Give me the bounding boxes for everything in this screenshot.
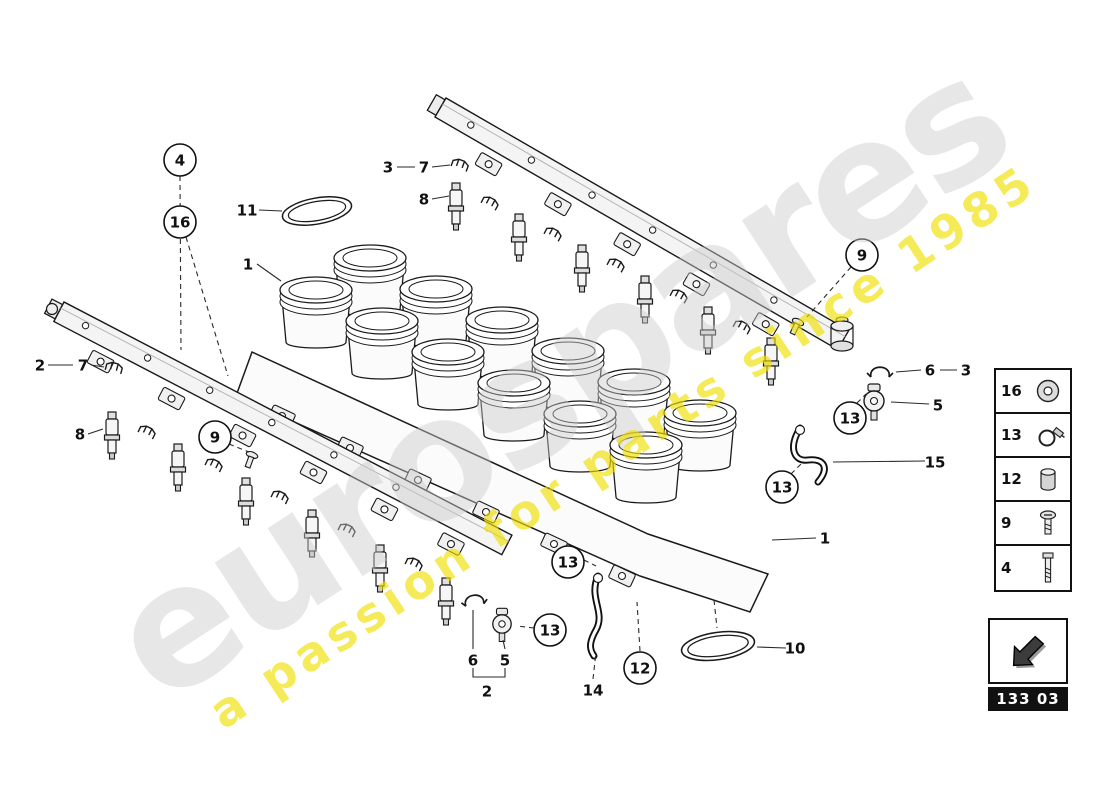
callout-12[interactable]: 12 (623, 651, 657, 685)
svg-text:2: 2 (35, 357, 45, 375)
sleeve-icon (1040, 468, 1056, 491)
callout-11[interactable]: 11 (237, 202, 258, 220)
rail-screw (241, 449, 260, 470)
callout-16[interactable]: 16 (163, 205, 197, 239)
svg-text:13: 13 (540, 622, 561, 640)
legend-item-12[interactable]: 12 (996, 458, 1070, 502)
fuel-hose-bottom (587, 572, 604, 660)
svg-text:16: 16 (170, 214, 191, 232)
fuel-hose-right (790, 424, 828, 486)
rail-end-fitting (830, 316, 854, 352)
svg-text:4: 4 (175, 152, 185, 170)
callout-3[interactable]: 3 (383, 159, 393, 177)
svg-text:9: 9 (210, 429, 220, 447)
callout-1[interactable]: 1 (820, 530, 830, 548)
screw-icon (1039, 510, 1057, 535)
spring-clip (866, 366, 894, 378)
legend-number: 13 (1001, 426, 1022, 444)
svg-text:1: 1 (820, 530, 830, 548)
svg-text:13: 13 (840, 410, 861, 428)
svg-text:6: 6 (925, 362, 935, 380)
callout-15[interactable]: 15 (925, 454, 946, 472)
legend-number: 4 (1001, 559, 1012, 577)
callout-13[interactable]: 13 (765, 470, 799, 504)
legend-item-16[interactable]: 16 (996, 370, 1070, 414)
legend-item-4[interactable]: 4 (996, 546, 1070, 590)
legend-number: 12 (1001, 470, 1022, 488)
svg-text:2: 2 (482, 683, 492, 701)
svg-text:15: 15 (925, 454, 946, 472)
callout-2[interactable]: 2 (482, 683, 492, 701)
callout-6[interactable]: 6 (925, 362, 935, 380)
legend-item-9[interactable]: 9 (996, 502, 1070, 546)
callout-8[interactable]: 8 (419, 191, 429, 209)
clamp-icon (1038, 426, 1065, 447)
washer-icon (1036, 379, 1060, 403)
svg-text:5: 5 (933, 397, 943, 415)
svg-text:14: 14 (583, 682, 604, 700)
pressure-regulator (492, 607, 512, 643)
svg-text:12: 12 (630, 660, 651, 678)
svg-text:7: 7 (419, 159, 429, 177)
callout-3[interactable]: 3 (961, 362, 971, 380)
callout-4[interactable]: 4 (163, 143, 197, 177)
gasket-upper (279, 191, 355, 231)
svg-text:1: 1 (243, 256, 253, 274)
legend-number: 9 (1001, 514, 1012, 532)
legend-item-13[interactable]: 13 (996, 414, 1070, 458)
svg-text:3: 3 (961, 362, 971, 380)
svg-text:10: 10 (785, 640, 806, 658)
callout-9[interactable]: 9 (845, 238, 879, 272)
callout-7[interactable]: 7 (419, 159, 429, 177)
svg-text:9: 9 (857, 247, 867, 265)
callout-10[interactable]: 10 (785, 640, 806, 658)
callout-9[interactable]: 9 (198, 420, 232, 454)
callout-5[interactable]: 5 (933, 397, 943, 415)
callout-7[interactable]: 7 (78, 357, 88, 375)
diagram-code: 133 03 (988, 687, 1068, 711)
callout-14[interactable]: 14 (583, 682, 604, 700)
back-arrow-button[interactable] (988, 618, 1068, 684)
callout-13[interactable]: 13 (833, 401, 867, 435)
callout-13[interactable]: 13 (551, 545, 585, 579)
svg-text:8: 8 (75, 426, 85, 444)
fuel-rail-top (426, 93, 850, 351)
svg-text:13: 13 (772, 479, 793, 497)
parts-legend: 16 13 12 9 (994, 368, 1072, 592)
callout-5[interactable]: 5 (500, 652, 510, 670)
pressure-regulator (863, 383, 885, 421)
callout-13[interactable]: 13 (533, 613, 567, 647)
bolt-icon (1042, 552, 1054, 583)
svg-text:13: 13 (558, 554, 579, 572)
callout-1[interactable]: 1 (243, 256, 253, 274)
spring-clip (459, 592, 489, 608)
back-arrow-icon (1012, 635, 1046, 669)
callout-8[interactable]: 8 (75, 426, 85, 444)
rail-end-port (45, 302, 59, 316)
gasket-lower (678, 626, 758, 666)
callout-6[interactable]: 6 (468, 652, 478, 670)
svg-text:8: 8 (419, 191, 429, 209)
legend-number: 16 (1001, 382, 1022, 400)
svg-text:5: 5 (500, 652, 510, 670)
diagram-code-box: 133 03 (988, 618, 1068, 711)
svg-text:7: 7 (78, 357, 88, 375)
svg-text:11: 11 (237, 202, 258, 220)
svg-text:6: 6 (468, 652, 478, 670)
svg-text:3: 3 (383, 159, 393, 177)
callout-2[interactable]: 2 (35, 357, 45, 375)
